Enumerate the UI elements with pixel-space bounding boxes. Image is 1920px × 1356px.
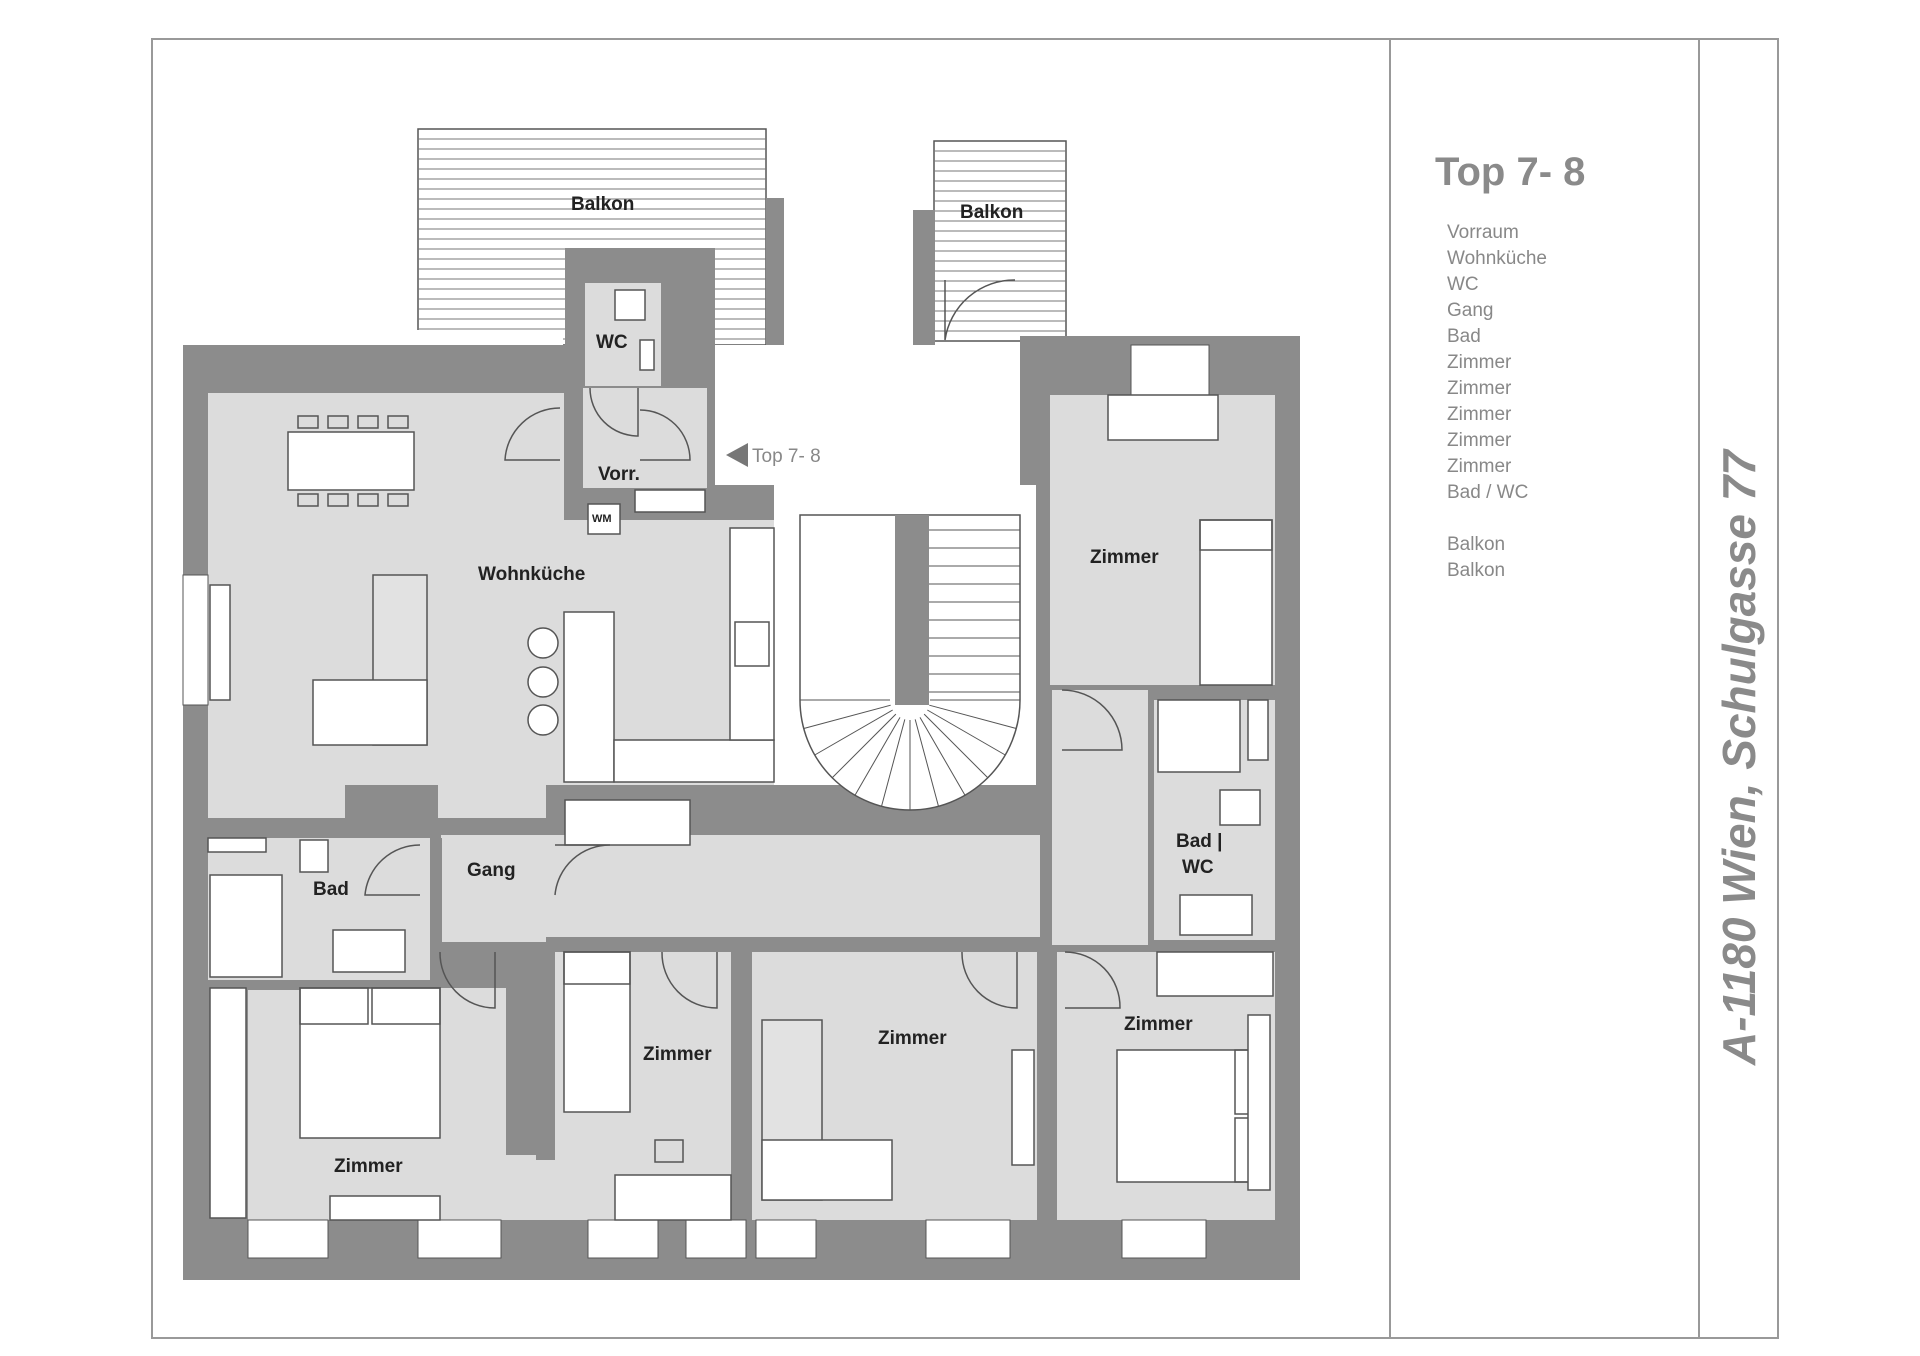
label-bad-wc-line1: Bad |	[1176, 831, 1223, 852]
legend-item: Bad / WC	[1447, 482, 1528, 503]
label-zimmer-se: Zimmer	[1124, 1014, 1193, 1035]
room-legend: VorraumWohnkücheWCGangBadZimmerZimmerZim…	[1447, 222, 1547, 581]
doors	[364, 279, 1123, 1009]
legend-item: Zimmer	[1447, 404, 1512, 425]
label-balkon-left: Balkon	[571, 194, 634, 215]
staircase	[774, 485, 1040, 835]
legend-item: Bad	[1447, 326, 1481, 347]
label-wc: WC	[596, 332, 628, 353]
unit-title: Top 7- 8	[1435, 150, 1585, 194]
legend-item: Zimmer	[1447, 378, 1512, 399]
label-wohnkueche: Wohnküche	[478, 564, 585, 585]
legend-item: Wohnküche	[1447, 248, 1547, 269]
legend-item: Vorraum	[1447, 222, 1519, 243]
sheet-frame	[151, 38, 1779, 1339]
entrance-arrow-icon	[726, 443, 748, 467]
legend-item: Zimmer	[1447, 352, 1512, 373]
label-zimmer-s2: Zimmer	[643, 1044, 712, 1065]
label-zimmer-sw: Zimmer	[334, 1156, 403, 1177]
label-gang: Gang	[467, 860, 516, 881]
balcony-right	[913, 140, 1067, 395]
entrance-label: Top 7- 8	[752, 446, 821, 467]
label-bad-wc-line2: WC	[1182, 857, 1214, 878]
legend-item: Balkon	[1447, 534, 1505, 555]
label-zimmer-ne: Zimmer	[1090, 547, 1159, 568]
legend-item: Balkon	[1447, 560, 1505, 581]
legend-item: WC	[1447, 274, 1479, 295]
legend-item: Zimmer	[1447, 456, 1512, 477]
furniture	[207, 289, 1274, 1221]
address: A-1180 Wien, Schulgasse 77	[1713, 448, 1765, 1066]
legend-item: Gang	[1447, 300, 1493, 321]
label-vorraum: Vorr.	[598, 464, 640, 485]
label-bad: Bad	[313, 879, 349, 900]
windows	[182, 344, 1210, 1259]
legend-item: Zimmer	[1447, 430, 1512, 451]
label-balkon-right: Balkon	[960, 202, 1023, 223]
room-labels: Balkon Balkon WC Vorr. WM Wohnküche Zimm…	[313, 194, 1223, 1177]
label-wm: WM	[592, 513, 612, 525]
label-zimmer-s3: Zimmer	[878, 1028, 947, 1049]
